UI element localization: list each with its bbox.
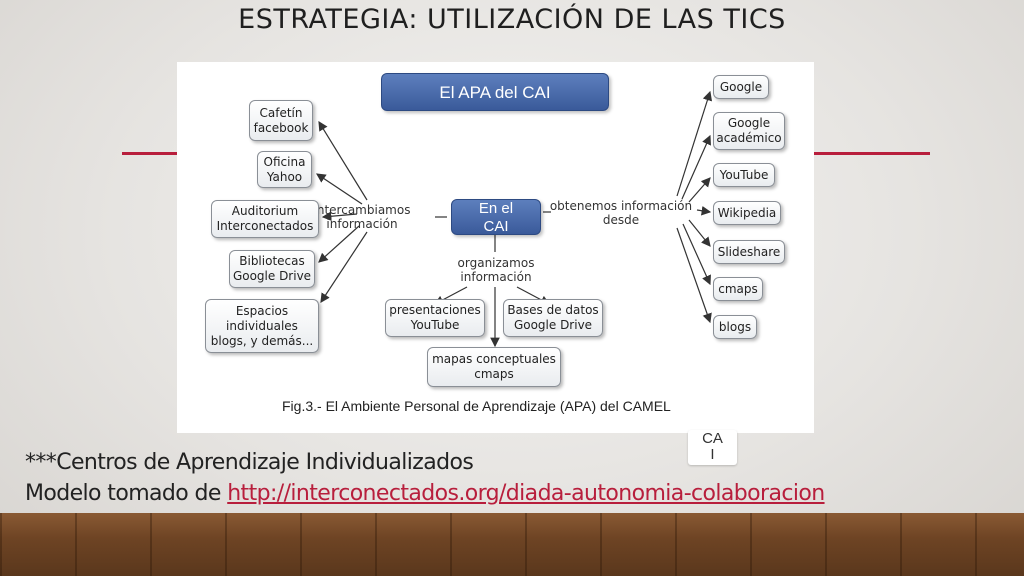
node-auditorium-interconectados: Auditorium Interconectados: [211, 200, 319, 238]
note-source-prefix: Modelo tomado de: [25, 481, 228, 506]
branch-label-bottom: organizamos información: [457, 256, 535, 284]
branch-label-right: obtenemos información desde: [549, 199, 693, 227]
node-youtube: YouTube: [713, 163, 775, 187]
node-google-academico: Google académico: [713, 112, 785, 150]
concept-map-figure: El APA del CAI En el CAI intercambiamos …: [177, 62, 814, 433]
node-cafetin-facebook: Cafetín facebook: [249, 100, 313, 141]
node-wikipedia: Wikipedia: [713, 201, 781, 225]
diagram-center-node: En el CAI: [451, 199, 541, 235]
node-bases-de-datos: Bases de datos Google Drive: [503, 299, 603, 337]
slide-title: ESTRATEGIA: UTILIZACIÓN DE LAS TICS: [238, 4, 786, 35]
node-presentaciones-youtube: presentaciones YouTube: [385, 299, 485, 337]
source-link[interactable]: http://interconectados.org/diada-autonom…: [227, 481, 825, 506]
figure-caption: Fig.3.- El Ambiente Personal de Aprendiz…: [282, 398, 671, 414]
note-source: Modelo tomado de http://interconectados.…: [25, 481, 825, 506]
diagram-header: El APA del CAI: [381, 73, 609, 111]
accent-line-left: [122, 152, 178, 155]
node-google: Google: [713, 75, 769, 99]
node-mapas-conceptuales: mapas conceptuales cmaps: [427, 347, 561, 387]
accent-line-right: [814, 152, 930, 155]
node-espacios-individuales: Espacios individuales blogs, y demás...: [205, 299, 319, 353]
branch-label-left: intercambiamos información: [313, 203, 411, 231]
node-blogs: blogs: [713, 315, 757, 339]
node-cmaps: cmaps: [713, 277, 763, 301]
connector-arrows: [316, 90, 713, 348]
node-bibliotecas-google-drive: Bibliotecas Google Drive: [229, 250, 315, 288]
note-cai-definition: ***Centros de Aprendizaje Individualizad…: [25, 450, 474, 475]
node-slideshare: Slideshare: [713, 240, 785, 264]
cai-badge: CA I: [688, 430, 737, 465]
node-oficina-yahoo: Oficina Yahoo: [257, 151, 312, 188]
wood-floor-decoration: [0, 513, 1024, 576]
